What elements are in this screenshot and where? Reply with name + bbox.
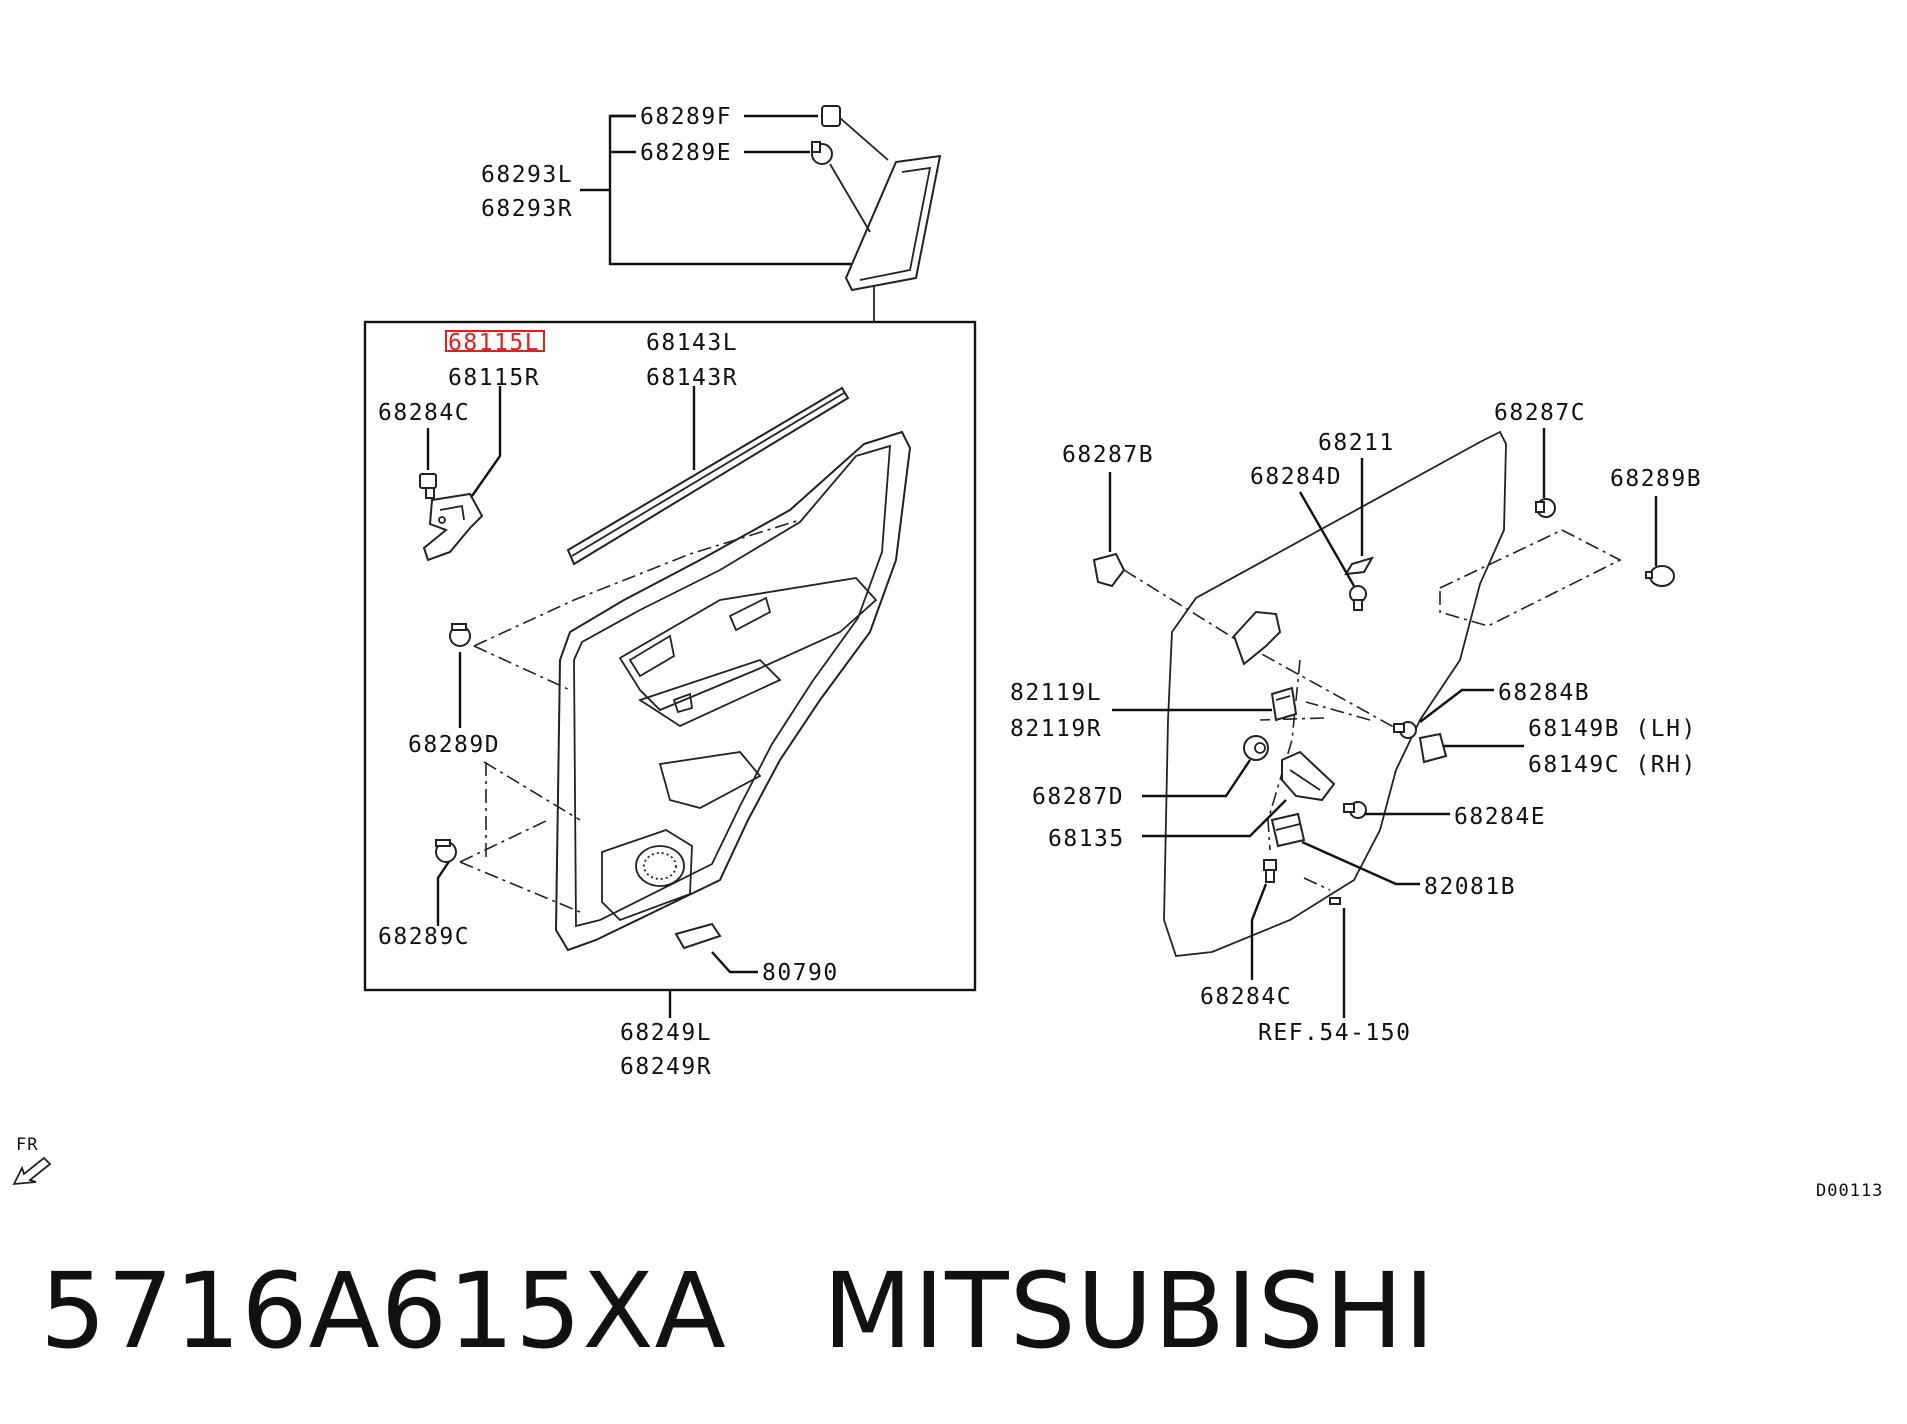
screw-68284B <box>1393 721 1417 739</box>
screw-68284C-left <box>419 473 437 499</box>
label-68284D: 68284D <box>1250 464 1342 490</box>
label-68284B: 68284B <box>1498 680 1590 706</box>
switch-82119 <box>1270 686 1298 722</box>
label-80790: 80790 <box>762 960 839 986</box>
corner-trim-68293 <box>844 154 942 292</box>
door-trim-panel-68249 <box>554 430 912 952</box>
clip-68289B <box>1645 565 1675 587</box>
label-ref-54-150: REF.54-150 <box>1258 1020 1411 1046</box>
highlight-68115L <box>445 330 545 352</box>
label-68135: 68135 <box>1048 826 1125 852</box>
label-68293R: 68293R <box>481 196 573 222</box>
label-68115R: 68115R <box>448 365 540 391</box>
screw-68284D <box>1349 585 1367 611</box>
label-68284C-left: 68284C <box>378 400 470 426</box>
label-68249L: 68249L <box>620 1020 712 1046</box>
label-68115L: 68115L <box>448 330 540 356</box>
screw-68284C-right <box>1263 859 1277 883</box>
label-68289C: 68289C <box>378 924 470 950</box>
label-68143R: 68143R <box>646 365 738 391</box>
label-68289F: 68289F <box>640 104 732 130</box>
footer-title: 5716A615XA MITSUBISHI <box>40 1250 1436 1372</box>
screw-68284E <box>1343 801 1367 819</box>
screw-68287C <box>1535 498 1556 518</box>
front-arrow-icon <box>12 1156 52 1186</box>
bracket-68135 <box>1281 750 1336 802</box>
label-fr: FR <box>16 1135 38 1155</box>
clip-68149 <box>1418 732 1448 764</box>
label-68149C: 68149C (RH) <box>1528 752 1697 778</box>
inside-handle-68115 <box>422 492 484 562</box>
label-68289B: 68289B <box>1610 466 1702 492</box>
clip-68289E <box>811 141 833 165</box>
brand-name: MITSUBISHI <box>822 1250 1436 1372</box>
label-68211: 68211 <box>1318 430 1395 456</box>
label-68289E: 68289E <box>640 140 732 166</box>
label-68287D: 68287D <box>1032 784 1124 810</box>
label-68149B: 68149B (LH) <box>1528 716 1697 742</box>
grommet-68287D <box>1243 735 1269 761</box>
label-68289D: 68289D <box>408 732 500 758</box>
front-direction-indicator: FR <box>12 1135 52 1186</box>
cover-80790 <box>674 922 722 950</box>
label-68287C: 68287C <box>1494 400 1586 426</box>
part-number: 5716A615XA <box>40 1250 727 1372</box>
switch-82081B <box>1270 812 1306 848</box>
label-82119R: 82119R <box>1010 716 1102 742</box>
label-68143L: 68143L <box>646 330 738 356</box>
label-82081B: 82081B <box>1424 874 1516 900</box>
label-68287B: 68287B <box>1062 442 1154 468</box>
grommet-68287B <box>1092 552 1126 588</box>
diagram-code: D00113 <box>1816 1181 1883 1201</box>
label-82119L: 82119L <box>1010 680 1102 706</box>
latch-bracket-68211 <box>1232 610 1282 666</box>
label-68249R: 68249R <box>620 1054 712 1080</box>
pad-68211 <box>1344 556 1375 576</box>
door-inner-assembly-group: 68287B 68211 68284D 68287C 68289B 82119L… <box>1010 400 1702 1046</box>
clip-68289C <box>435 839 457 863</box>
door-trim-assembly-group: 68115L 68115R 68143L 68143R 68284C 68289… <box>378 330 912 986</box>
pin-ref-54-150 <box>1329 897 1341 905</box>
label-68293L: 68293L <box>481 162 573 188</box>
bracket-68293-group: 68289F 68289E 68293L 68293R <box>481 104 942 322</box>
label-68284E: 68284E <box>1454 804 1546 830</box>
clip-68289F <box>821 105 841 127</box>
label-68284C-right: 68284C <box>1200 984 1292 1010</box>
clip-68289D <box>449 623 471 647</box>
door-inner-panel <box>1163 430 1507 957</box>
